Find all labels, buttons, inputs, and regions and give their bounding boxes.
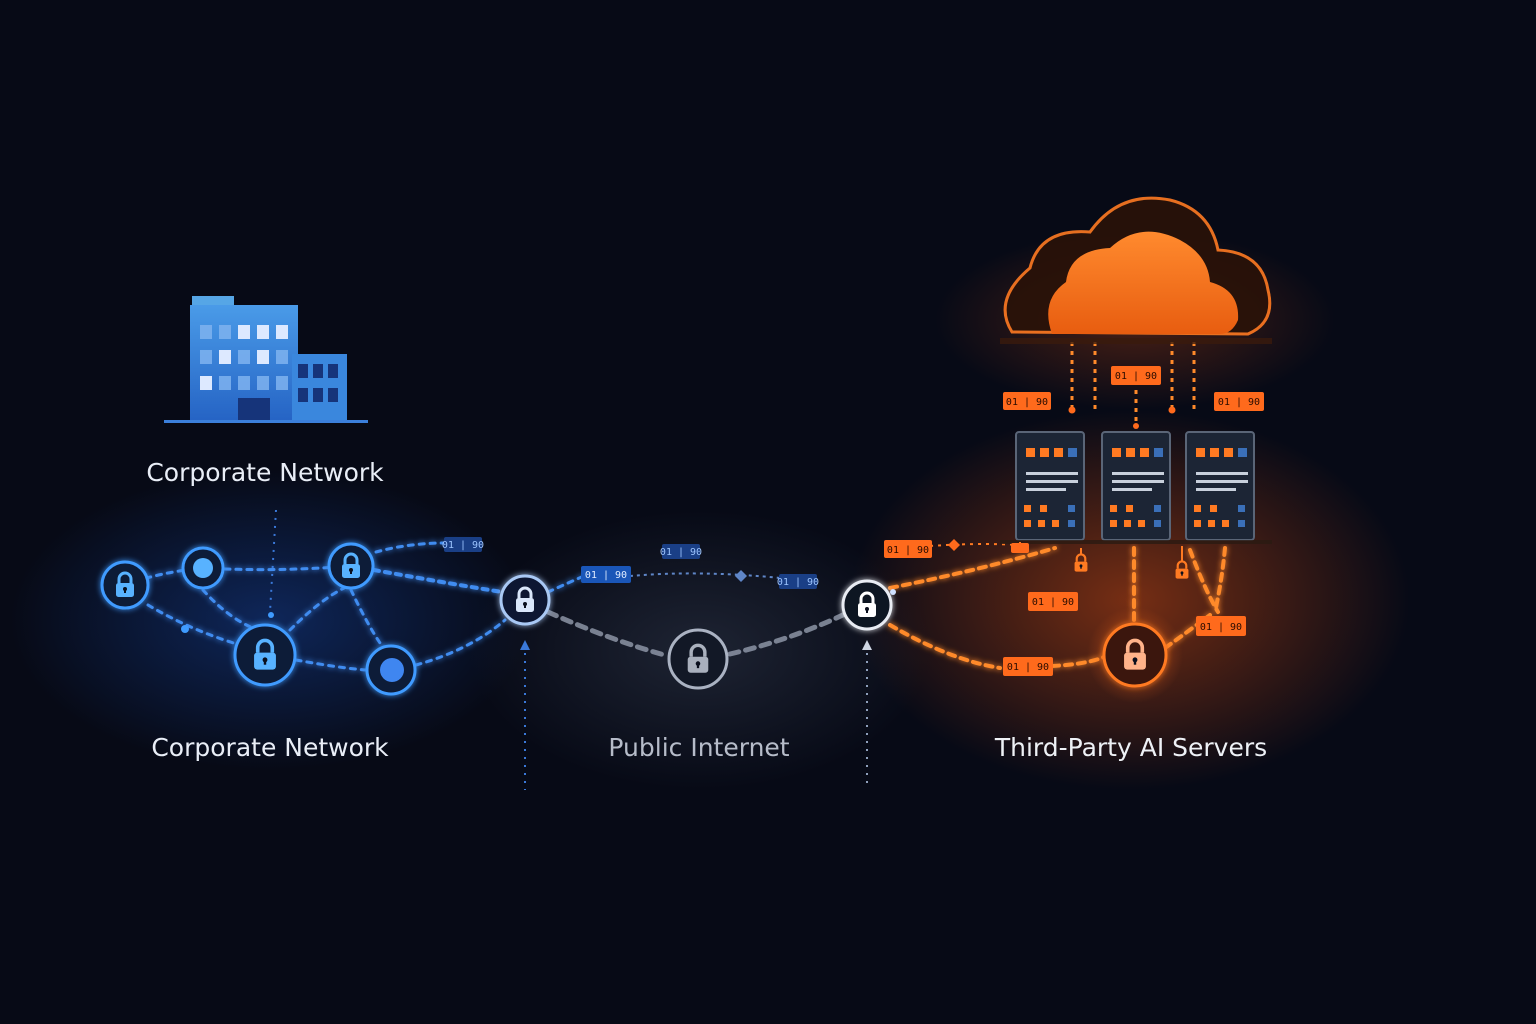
packet-badge: 01 | 90 [660, 544, 702, 559]
third-party-label: Third-Party AI Servers [994, 733, 1268, 762]
svg-text:01 | 90: 01 | 90 [660, 547, 702, 558]
packet-badge: 01 | 90 [884, 540, 932, 558]
cloud-links [1070, 342, 1196, 428]
server-base [1000, 540, 1272, 544]
lock-icon [327, 542, 375, 590]
server-icon [1015, 431, 1085, 541]
packet-badge: 01 | 90 [1214, 392, 1264, 411]
corporate-network-label: Corporate Network [151, 733, 389, 762]
corporate-glow [10, 470, 530, 770]
lock-icon [667, 628, 729, 690]
svg-text:01 | 90: 01 | 90 [1007, 662, 1049, 673]
diamond-icon [735, 570, 747, 582]
svg-text:01 | 90: 01 | 90 [1115, 371, 1157, 382]
lock-icon [1087, 607, 1183, 703]
arrow-up-icon [862, 640, 872, 650]
svg-text:01 | 90: 01 | 90 [1006, 397, 1048, 408]
lock-icon [100, 560, 150, 610]
server-icon [1185, 431, 1255, 541]
node-dot [181, 546, 225, 590]
lock-icon [233, 623, 297, 687]
public-thin-link [629, 572, 781, 579]
arrow-up-icon [520, 640, 530, 650]
svg-text:01 | 90: 01 | 90 [585, 570, 627, 581]
lock-icon [841, 579, 893, 631]
node-dot [181, 612, 274, 633]
link-endpoints [1068, 406, 1176, 429]
packet-badge: 01 | 90 [777, 574, 819, 589]
lock-icon [1011, 542, 1029, 553]
node-dot [365, 644, 417, 696]
svg-text:01 | 90: 01 | 90 [887, 545, 929, 556]
guide-line [269, 509, 277, 613]
packet-badge: 01 | 90 [1111, 366, 1161, 385]
server-icon [1101, 431, 1171, 541]
cloud-base [1000, 338, 1272, 344]
node-dot [890, 589, 896, 595]
packet-badge: 01 | 90 [1028, 592, 1078, 611]
svg-text:01 | 90: 01 | 90 [777, 577, 819, 588]
svg-text:01 | 90: 01 | 90 [1200, 622, 1242, 633]
building-icon [164, 296, 368, 423]
diamond-icon [948, 539, 960, 551]
lock-icon [499, 574, 551, 626]
third-party-glow [850, 410, 1410, 790]
public-internet-label: Public Internet [608, 733, 790, 762]
packet-badge: 01 | 90 [1196, 616, 1246, 636]
cloud-icon [1003, 196, 1272, 336]
svg-text:01 | 90: 01 | 90 [1032, 597, 1074, 608]
packet-badge: 01 | 90 [1003, 657, 1053, 676]
public-links [545, 609, 848, 659]
packet-badge: 01 | 90 [1003, 392, 1051, 410]
svg-text:01 | 90: 01 | 90 [442, 540, 484, 551]
packet-badge: 01 | 90 [442, 537, 484, 552]
packet-badge: 01 | 90 [581, 566, 631, 583]
top-network-label: Corporate Network [146, 458, 384, 487]
svg-text:01 | 90: 01 | 90 [1218, 397, 1260, 408]
